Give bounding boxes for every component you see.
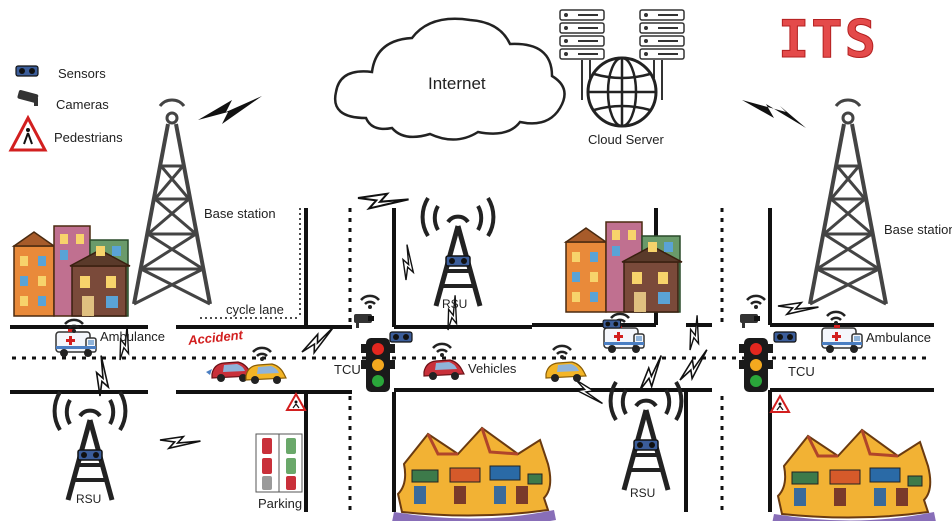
parking-lot-icon: [255, 433, 303, 493]
ambulance-left-icon: [55, 328, 97, 358]
rsu-top-icon: [423, 198, 494, 306]
camera-icon: [354, 314, 374, 328]
tcu-wifi-icon: [745, 294, 767, 311]
tcu-left-label: TCU: [334, 362, 361, 377]
sensor-icon: [602, 319, 622, 329]
legend-camera-icon: [17, 89, 39, 106]
base-station-tower-left-icon: [132, 98, 212, 306]
lightning-bolt-icon: [198, 96, 806, 128]
base-station-tower-right-icon: [808, 98, 888, 306]
its-title: ITS: [778, 10, 878, 71]
tcu-right-traffic-light-icon: [739, 338, 773, 392]
ambulance-left-label: Ambulance: [100, 329, 166, 344]
shops-center-icon: [390, 426, 558, 521]
legend-sensors-label: Sensors: [58, 66, 106, 81]
vehicles-label: Vehicles: [468, 361, 517, 376]
internet-cloud-icon: [333, 17, 566, 141]
city-buildings-right-icon: [565, 221, 683, 313]
shops-right-icon: [770, 428, 938, 521]
cycle-lane-label: cycle lane: [226, 302, 284, 317]
legend-pedestrians-label: Pedestrians: [54, 130, 123, 145]
wireless-link-icons: [87, 181, 820, 459]
cloud-server-icon: [559, 9, 685, 128]
pedestrian-warning-sign-icon: [286, 393, 306, 411]
tcu-wifi-icon: [359, 294, 381, 311]
camera-icon: [740, 314, 760, 328]
rsu-bottom-left-icon: [55, 392, 126, 500]
road-network: [10, 208, 934, 512]
vehicle-red-icon: [423, 359, 465, 381]
rsu-top-label: RSU: [442, 297, 468, 311]
vehicle-yellow-icon: [545, 361, 587, 383]
debris-icon: [206, 369, 212, 375]
pedestrian-warning-sign-icon: [770, 395, 790, 413]
ambulance-right-icon: [821, 324, 863, 354]
base-station-right-label: Base station: [884, 222, 952, 237]
legend-cameras-label: Cameras: [56, 97, 109, 112]
sensor-icon: [773, 331, 797, 343]
rsu-bottom-right-label: RSU: [630, 486, 656, 500]
sensor-icon: [389, 331, 413, 343]
internet-label: Internet: [428, 74, 486, 93]
legend-sensor-icon: [15, 65, 39, 77]
rsu-bottom-left-label: RSU: [76, 492, 102, 506]
parking-label: Parking: [258, 496, 303, 511]
rsu-bottom-right-icon: [611, 382, 682, 490]
cloud-server-label: Cloud Server: [588, 132, 664, 147]
legend-pedestrian-sign-icon: [8, 114, 48, 152]
accident-car-yellow-icon: [245, 363, 287, 385]
ambulance-right-label: Ambulance: [866, 330, 932, 345]
ambulance-mid-icon: [603, 324, 645, 354]
vehicle-wifi-icon: [431, 342, 453, 359]
base-station-left-label: Base station: [204, 206, 276, 221]
tcu-right-label: TCU: [788, 364, 815, 379]
city-buildings-left-icon: [13, 225, 131, 317]
tcu-left-traffic-light-icon: [361, 338, 395, 392]
